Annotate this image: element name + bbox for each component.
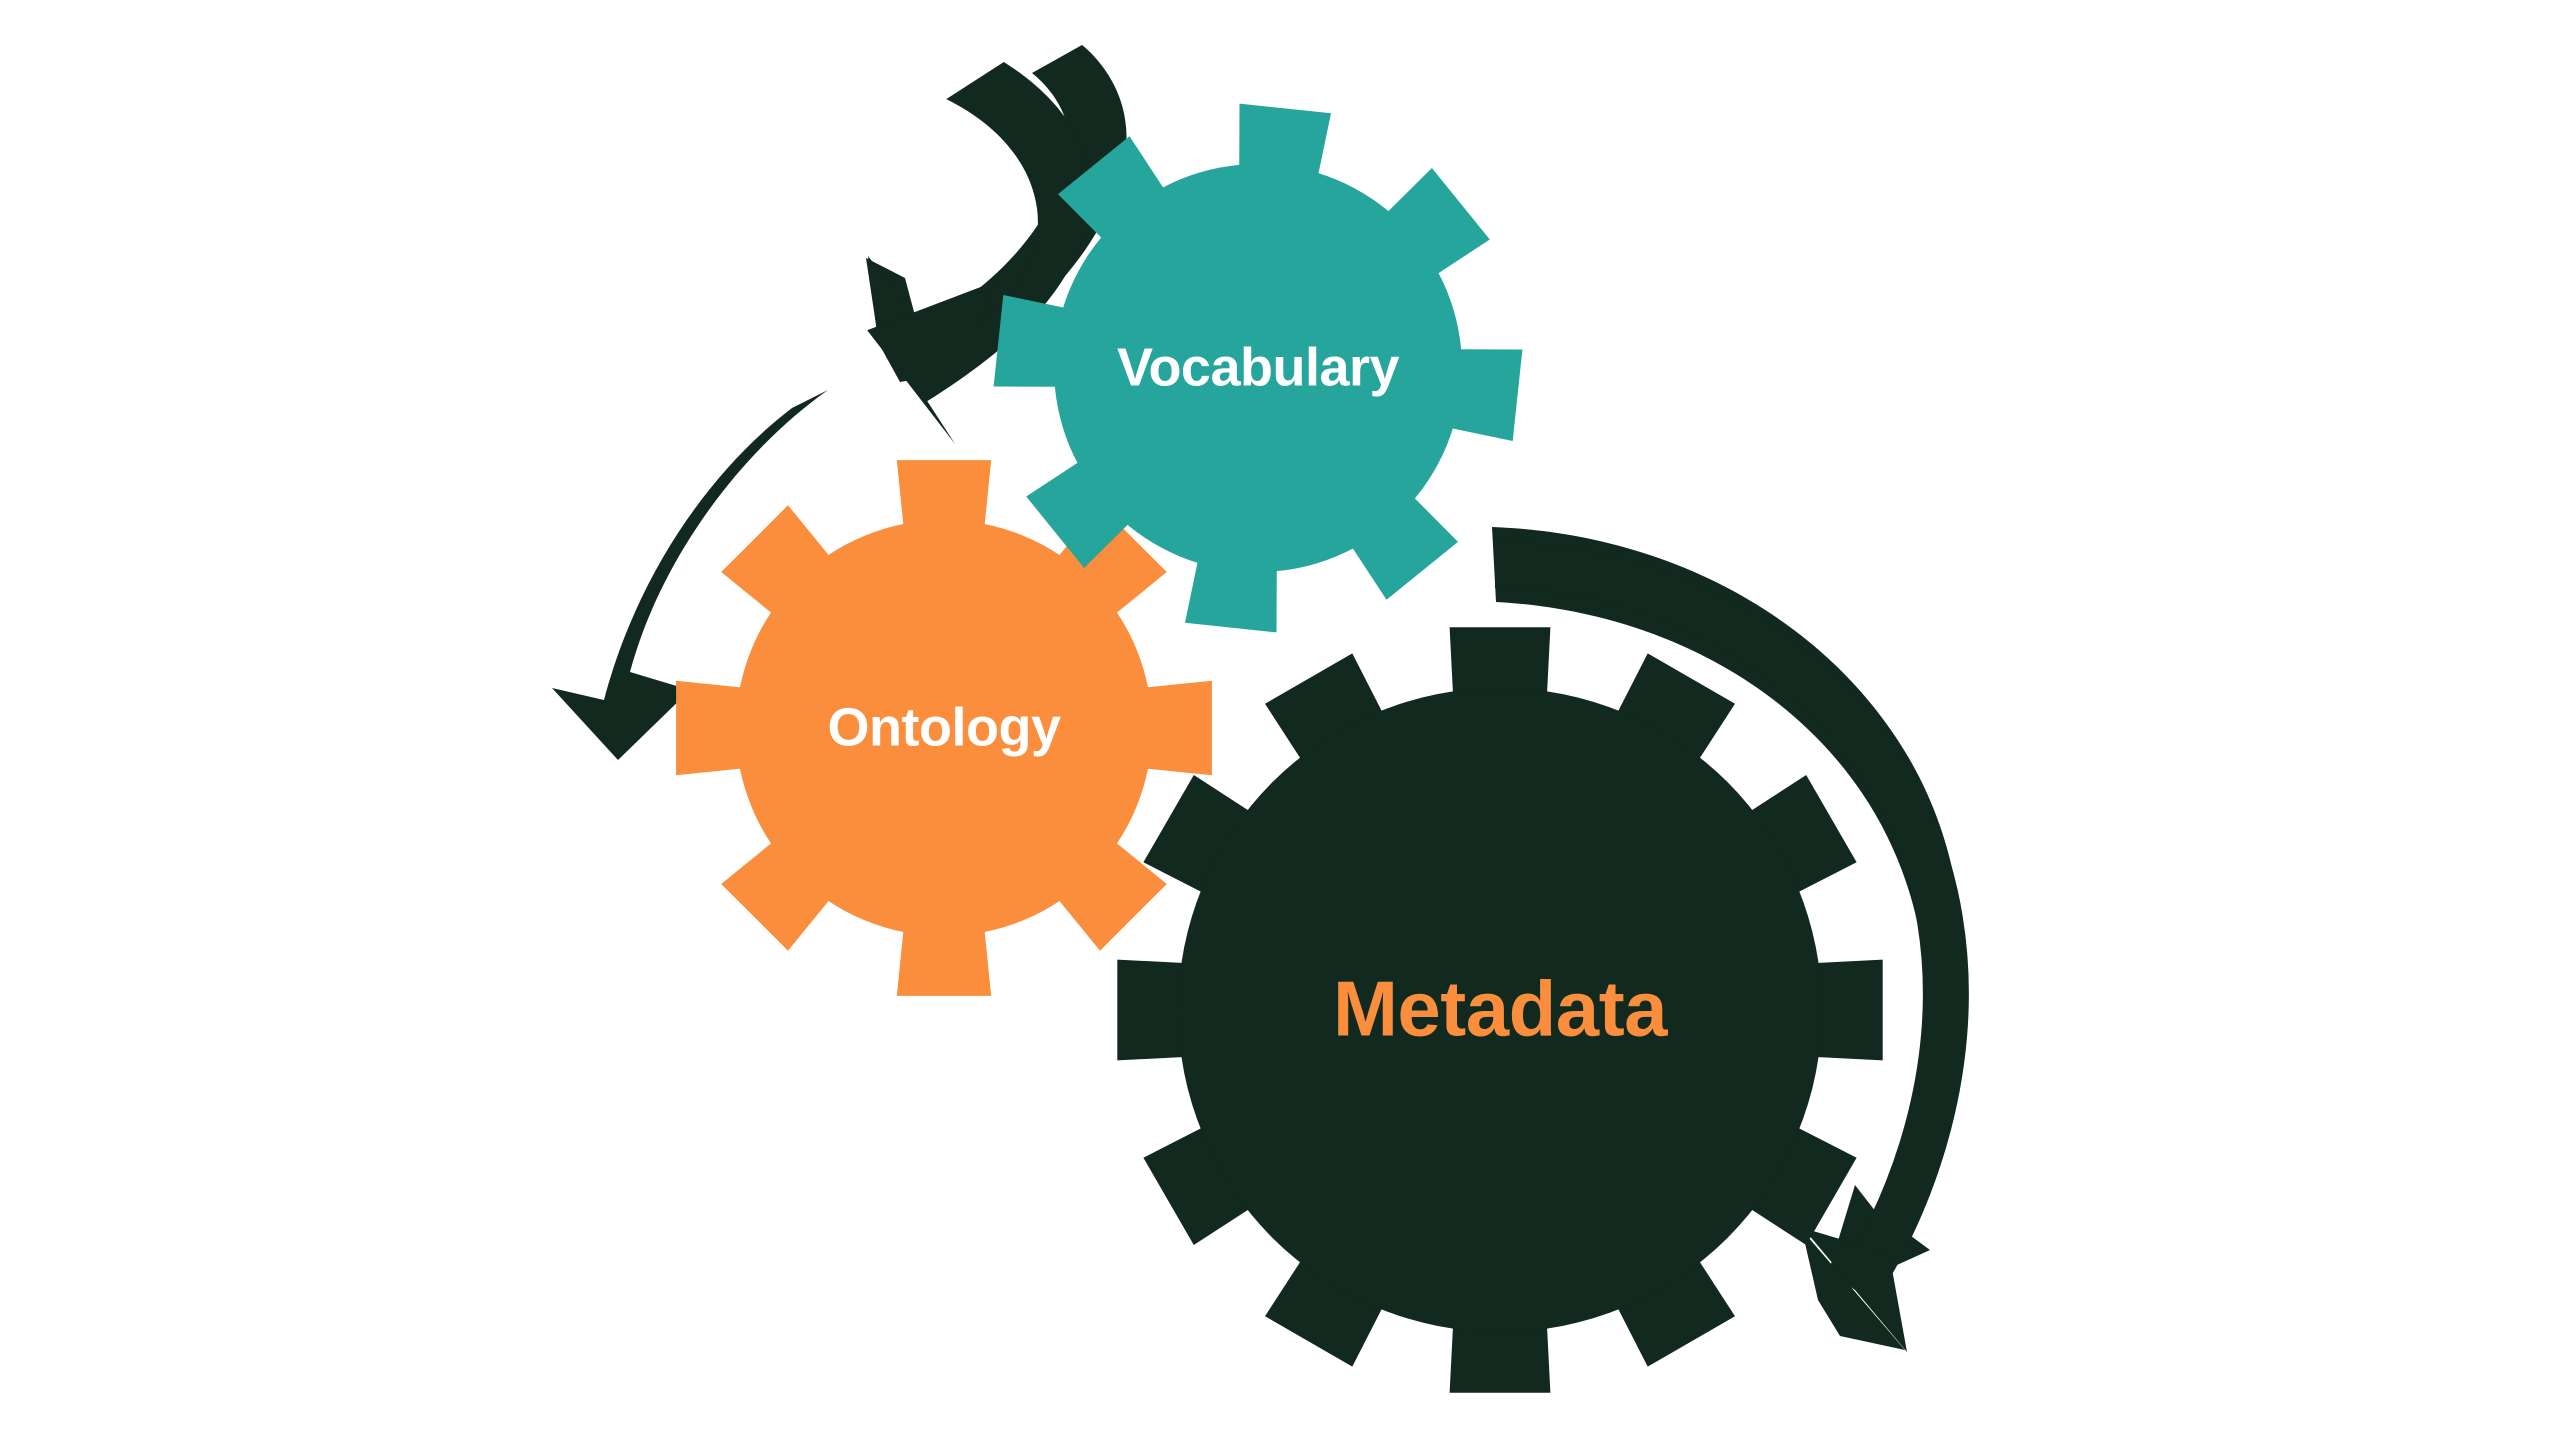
- gear-metadata[interactable]: Metadata: [1117, 627, 1883, 1393]
- arrow-loop-arc: [1494, 542, 1969, 1304]
- arrow-upper-body: [867, 62, 1091, 445]
- arrow-upper-shaft: [915, 45, 1127, 368]
- arrow-lower-body: [552, 390, 828, 760]
- gear-ontology-body: [736, 520, 1152, 936]
- gear-vocabulary-label: Vocabulary: [1117, 337, 1400, 397]
- curved-arrow-clockwise-right-arc: [1494, 542, 1969, 1352]
- gear-metadata-label: Metadata: [1333, 965, 1668, 1053]
- gear-vocabulary[interactable]: Vocabulary: [993, 103, 1523, 633]
- curved-arrow-down-left-upper-shape: [867, 62, 1091, 445]
- arrow-loop-head: [1802, 1230, 1905, 1350]
- gear-metadata-body: [1178, 688, 1822, 1332]
- gear-vocabulary-body: [1054, 164, 1462, 572]
- curved-arrow-down-left-lower-icon: [552, 390, 828, 760]
- gear-ontology-label: Ontology: [828, 697, 1061, 757]
- gear-ontology[interactable]: Ontology: [676, 460, 1212, 996]
- arrow-loop-head-2: [1803, 1228, 1907, 1352]
